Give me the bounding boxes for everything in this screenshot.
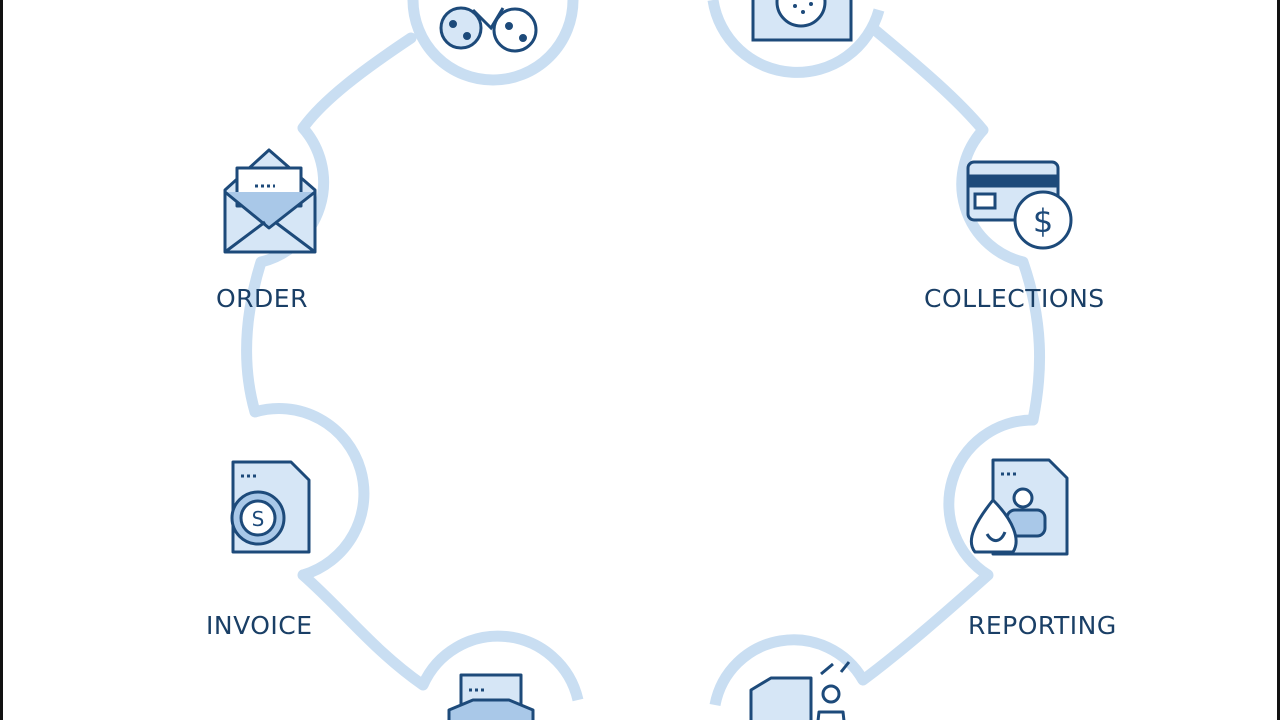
- cycle-ring: [241, 24, 1046, 691]
- envelope-letter-icon: [223, 148, 317, 254]
- node-ring-reporting: [943, 414, 1034, 580]
- node-ring-bottom-right: [709, 634, 868, 707]
- ring-segment-top-right: [869, 24, 989, 136]
- ring-segment-right: [1017, 256, 1046, 426]
- document-person-icon: [749, 661, 851, 720]
- stage-label-reporting: REPORTING: [968, 611, 1117, 640]
- node-ring-invoice: [253, 403, 370, 581]
- ring-segment-bottom-left: [297, 569, 429, 691]
- people-icon: [439, 6, 538, 53]
- inbox-document-icon: [447, 673, 535, 720]
- ring-segment-top-left: [297, 32, 417, 134]
- node-ring-bottom-left: [417, 630, 584, 702]
- node-ring-top-left: [407, 0, 579, 86]
- stage-label-collections: COLLECTIONS: [924, 284, 1105, 313]
- stage-label-invoice: INVOICE: [206, 611, 313, 640]
- credit-card-dollar-icon: $: [966, 160, 1073, 250]
- svg-text:S: S: [252, 507, 265, 531]
- process-cycle-diagram: $ S: [223, 0, 1073, 720]
- invoice-dollar-icon: S: [230, 460, 311, 554]
- node-rings: [253, 0, 1034, 707]
- document-seal-icon: [751, 0, 853, 42]
- node-ring-top-right: [707, 0, 885, 78]
- ring-segment-bottom-right: [857, 569, 994, 686]
- svg-text:$: $: [1033, 202, 1053, 240]
- report-user-icon: [969, 458, 1069, 556]
- node-ring-collections: [956, 126, 1025, 268]
- ring-segment-left: [241, 256, 267, 418]
- stage-label-order: ORDER: [216, 284, 308, 313]
